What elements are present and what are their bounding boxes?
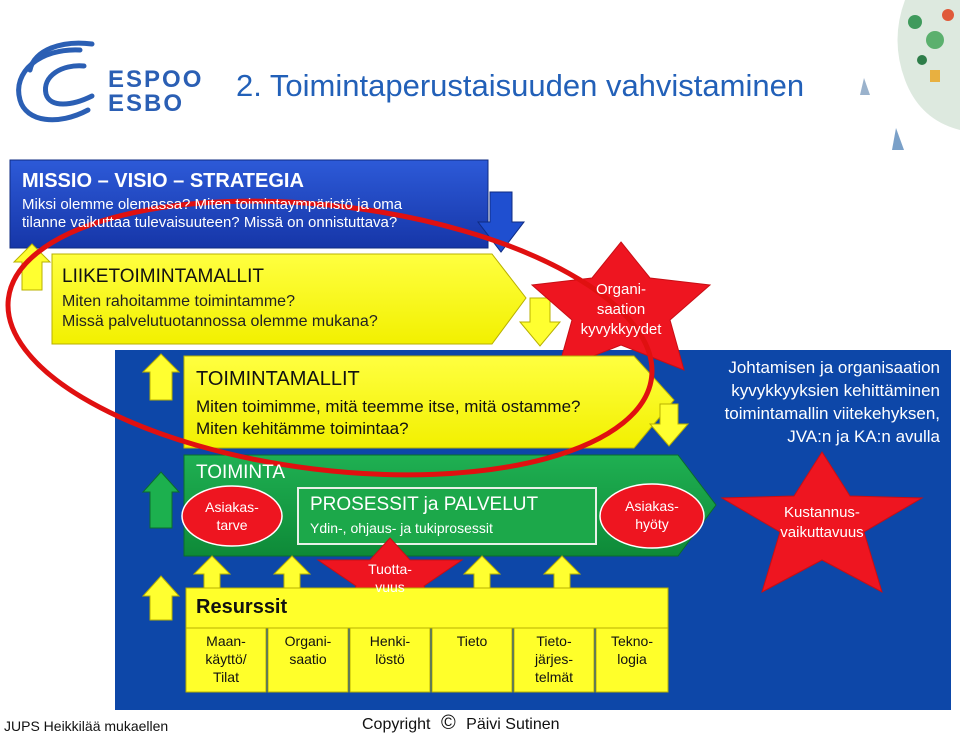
logo-text-espoo: ESPOO [108,66,204,93]
resource-item-organisation: Organi-saatio [284,633,332,667]
resource-item-information: Tieto [456,633,488,649]
business-up-arrow [12,243,52,291]
management-line-2: kyvykkyyksien kehittäminen [731,381,940,400]
cost-star-line-2: vaikuttavuus [780,524,864,541]
management-line-1: Johtamisen ja organisaation [728,358,940,377]
customer-benefit-ellipse [599,483,705,549]
copyright-symbol: © [440,712,456,734]
management-line-4: JVA:n ja KA:n avulla [787,427,940,446]
operation-up-arrow [141,471,181,529]
page-title: 2. Toimintaperustaisuuden vahvistaminen [236,68,805,103]
productivity-line-1: Tuotta- [368,561,412,577]
customer-need-line-2: tarve [216,517,248,533]
management-line-3: toimintamallin viitekehyksen, [724,404,940,423]
processes-heading: PROSESSIT ja PALVELUT [310,494,539,515]
customer-need-line-1: Asiakas- [205,499,259,515]
mission-line-2: tilanne vaikuttaa tulevaisuuteen? Missä … [22,214,398,231]
productivity-line-2: vuus [375,579,405,595]
processes-subheading: Ydin-, ohjaus- ja tukiprosessit [310,520,493,536]
customer-need-ellipse [181,485,283,547]
resource-item-boxes [185,627,669,693]
business-models-line-2: Missä palvelutuotannossa olemme mukana? [62,313,378,330]
resource-up-arrows [192,555,582,589]
org-capabilities-line-2: saation [596,301,646,318]
city-illustration [860,0,960,150]
operating-down-arrow [648,403,690,447]
cost-star-line-1: Kustannus- [784,504,860,521]
business-models-heading: LIIKETOIMINTAMALLIT [62,266,265,287]
logo-text-esbo: ESBO [108,90,185,117]
org-capabilities-line-3: kyvykkyydet [580,321,662,338]
customer-benefit-line-1: Asiakas- [625,498,679,514]
resources-heading: Resurssit [196,596,288,618]
processes-box [297,487,597,545]
operation-heading: TOIMINTA [196,462,286,483]
business-models-box [51,253,527,345]
org-capabilities-line-1: Organi- [595,281,647,298]
operating-models-heading: TOIMINTAMALLIT [196,368,360,390]
mission-box [9,159,489,249]
org-capabilities-star [530,241,712,371]
cost-effectiveness-star [720,451,924,594]
resource-item-information-systems: Tieto-järjes-telmät [534,633,574,685]
business-down-arrow [518,297,562,347]
operating-models-line-2: Miten kehitämme toimintaa? [196,419,409,438]
resource-item-land-use: Maan-käyttö/Tilat [205,633,247,685]
customer-benefit-line-2: hyöty [635,516,669,532]
operating-up-arrow [141,353,181,401]
resource-item-technology: Tekno-logia [610,633,654,667]
business-models-line-1: Miten rahoitamme toimintamme? [62,293,295,310]
mission-heading: MISSIO – VISIO – STRATEGIA [22,170,304,192]
highlight-ellipse [5,198,655,478]
footer-copyright: Copyright © Päivi Sutinen [362,712,560,734]
resources-bar [185,587,669,629]
resource-item-personnel: Henki-löstö [369,633,411,667]
footer-credit: JUPS Heikkilää mukaellen [4,718,169,734]
operating-models-line-1: Miten toimimme, mitä teemme itse, mitä o… [196,397,581,416]
resources-up-arrow [141,575,181,621]
mission-line-1: Miksi olemme olemassa? Miten toimintaymp… [22,196,403,213]
espoo-logo-mark [16,40,95,123]
